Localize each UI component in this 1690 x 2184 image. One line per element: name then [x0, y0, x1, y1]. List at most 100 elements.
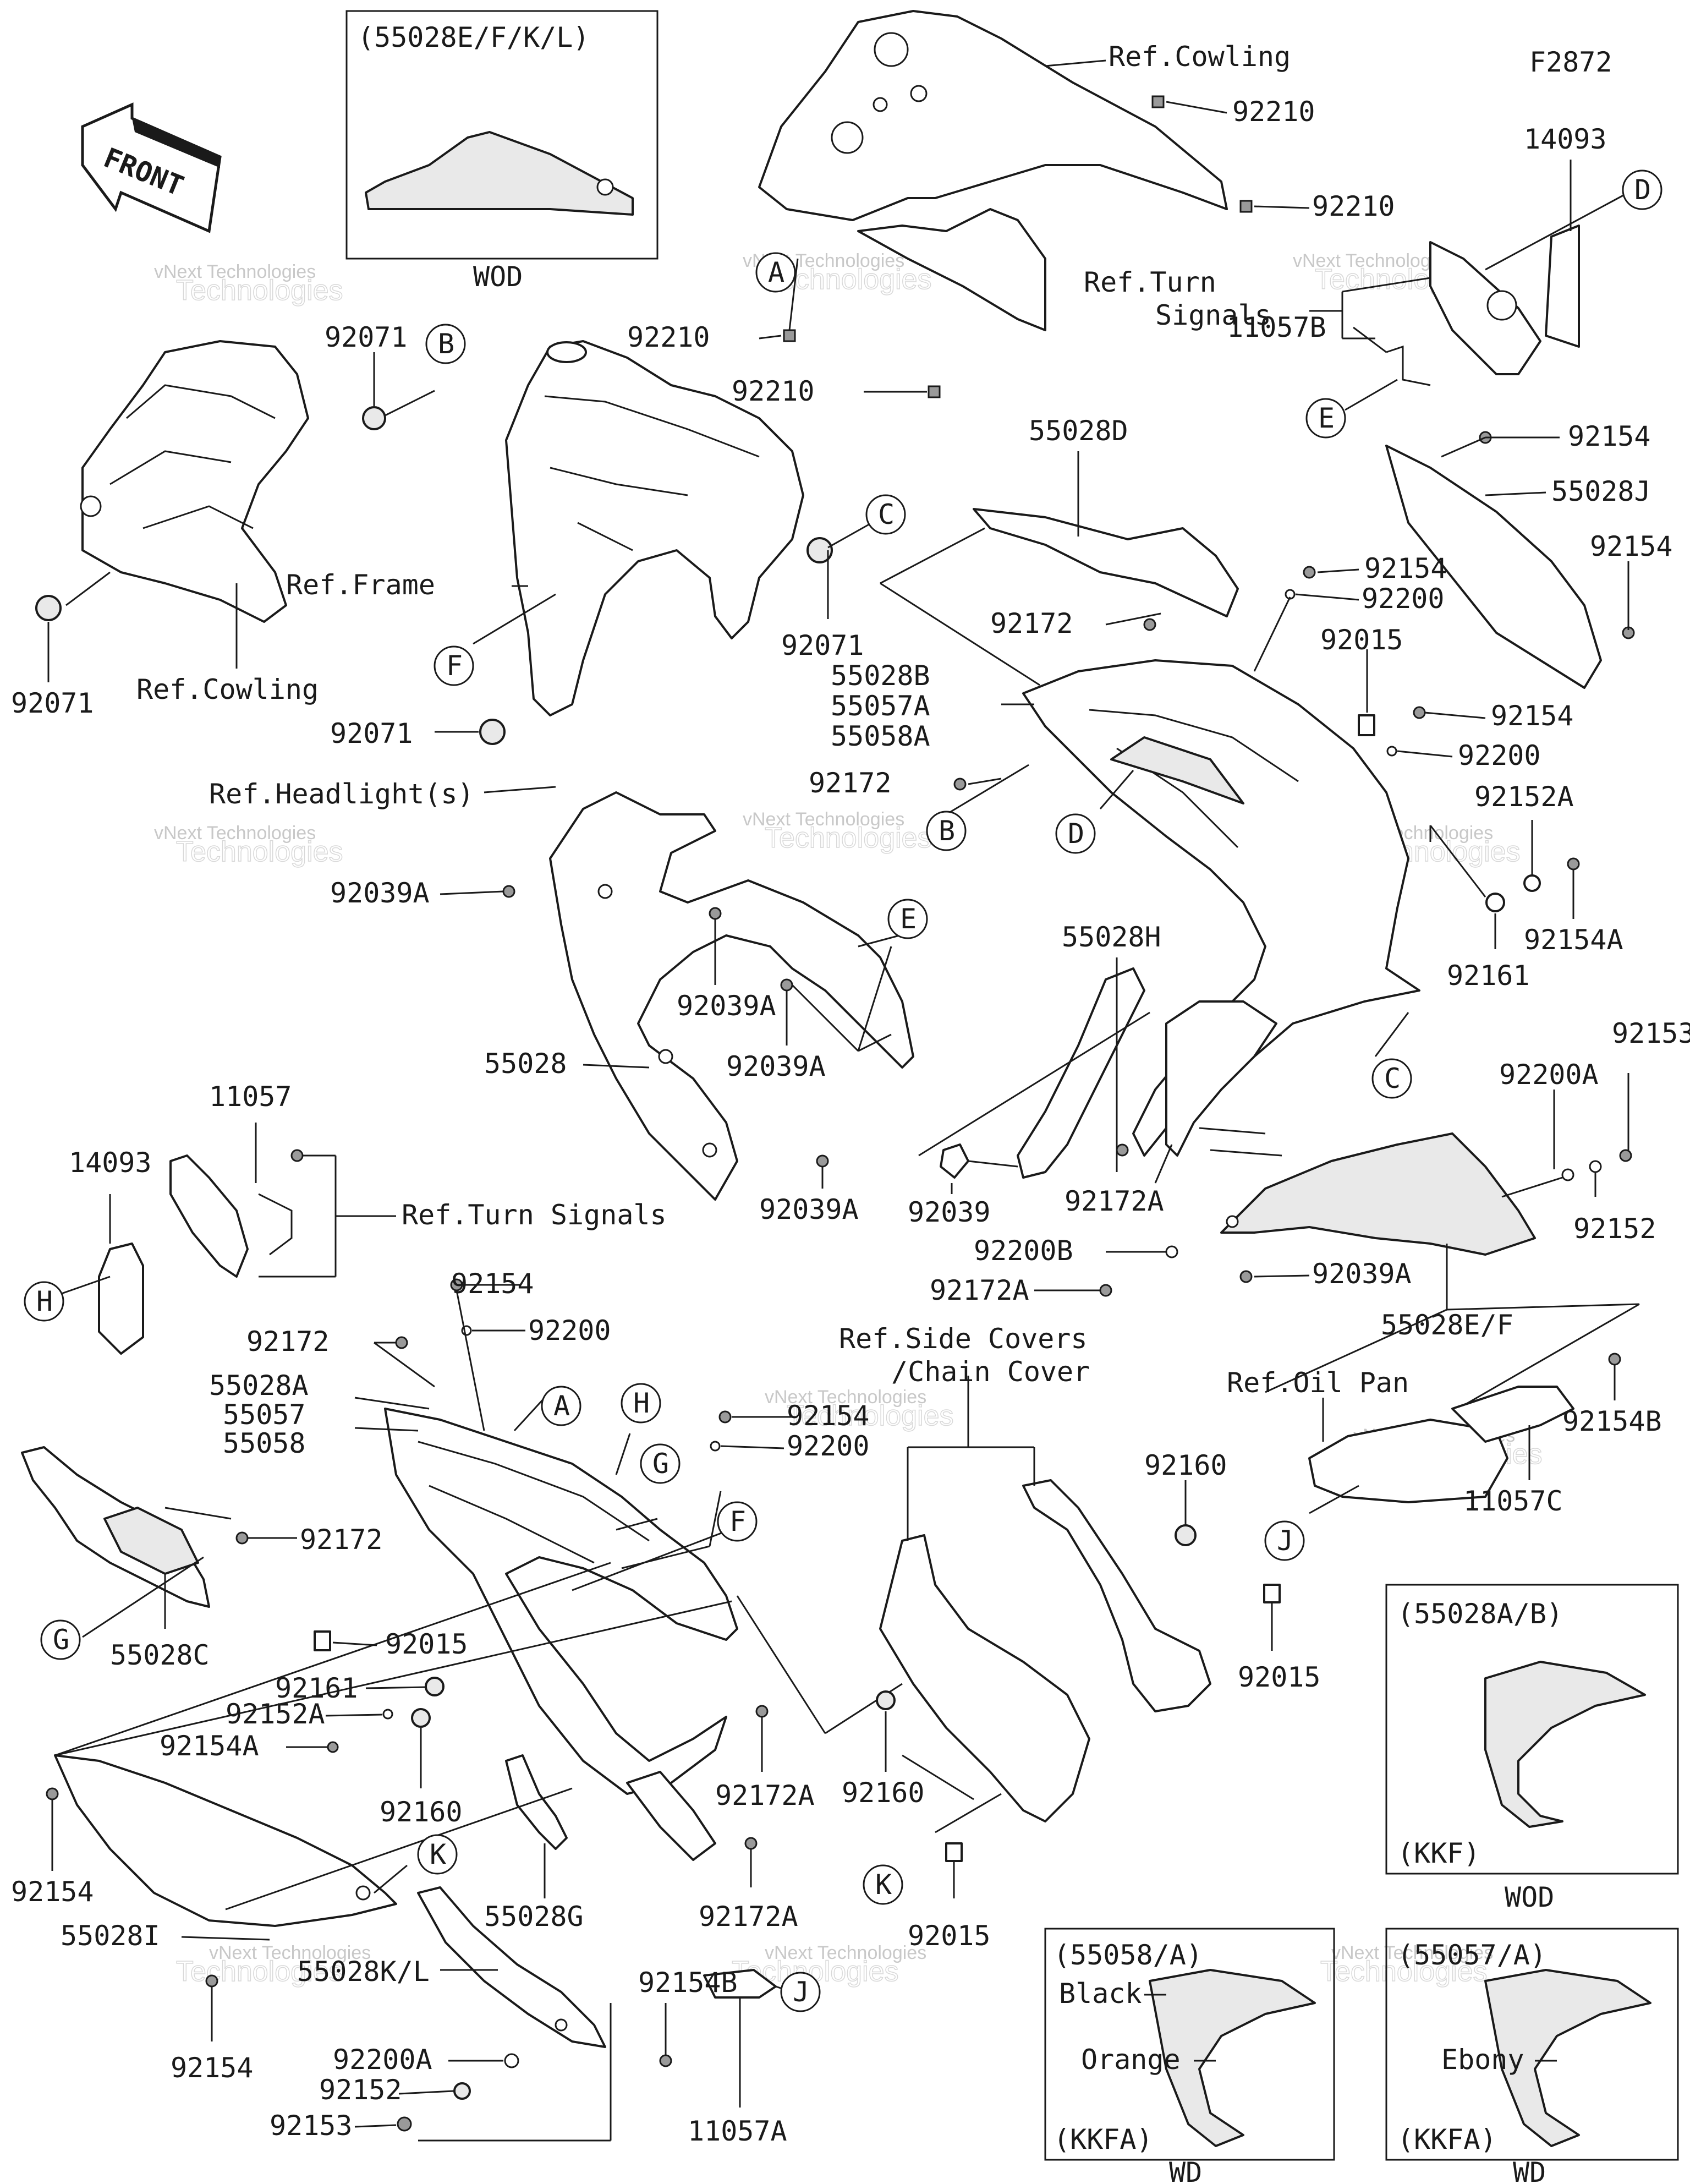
grommet-icon	[1485, 893, 1505, 912]
part-number: 92200B	[974, 1235, 1073, 1267]
washer-icon	[1561, 1168, 1574, 1181]
leader-line	[902, 1754, 974, 1800]
watermark: Technologies	[176, 275, 343, 306]
part-number: 92172	[809, 767, 892, 799]
part-number: 92154	[451, 1268, 534, 1300]
leader-line	[65, 571, 111, 606]
fasteners-mid-bottom	[744, 1705, 769, 1887]
part-number: 92172	[300, 1524, 383, 1556]
watermark: Technologies	[787, 1400, 954, 1432]
leader-line	[918, 1011, 1150, 1157]
callout-letter: C	[878, 499, 895, 530]
ref-turn-signals-label: Signals	[1155, 299, 1271, 331]
leader-line	[484, 786, 556, 793]
leader-line	[1374, 1012, 1409, 1057]
leader-line	[374, 1864, 408, 1894]
screw-icon	[205, 1974, 218, 1988]
screw-icon	[327, 1741, 339, 1753]
part-number: 92154B	[1562, 1405, 1662, 1437]
ref-turn-signals-label: Ref.Turn	[1084, 266, 1216, 298]
leader-line	[858, 934, 900, 948]
leader-line	[398, 2090, 454, 2095]
screw-icon	[718, 1410, 732, 1424]
part-number: 92161	[1447, 960, 1530, 992]
collar-icon	[314, 1630, 331, 1651]
leader-line	[385, 390, 435, 417]
collar-icon	[1263, 1584, 1281, 1603]
callout-circle	[1055, 813, 1096, 854]
callout-j-2: J	[780, 1972, 821, 2012]
part-number: 92154	[11, 1876, 94, 1908]
callout-letter: K	[875, 1869, 892, 1901]
part-number: 55028H	[1062, 921, 1161, 953]
part-number: 92071	[330, 718, 413, 749]
part-number: 92039A	[330, 877, 430, 909]
grommet-icon	[80, 495, 102, 517]
part-number: 92153	[1612, 1017, 1690, 1049]
grommet-icon	[362, 406, 386, 430]
bracket-11057c-icon	[1451, 1386, 1574, 1443]
ref-turn-signals-left-label: Ref.Turn Signals	[402, 1199, 667, 1231]
ref-oil-pan-label: Ref.Oil Pan	[1227, 1367, 1409, 1399]
cowling-stay-left	[35, 340, 435, 682]
callout-circle	[640, 1443, 681, 1484]
callout-h-2: H	[621, 1383, 661, 1424]
screw-icon	[755, 1705, 769, 1718]
color-label: Orange	[1081, 2044, 1181, 2076]
leader-line	[54, 1600, 732, 1756]
inset-kkf: (55028A/B) (KKF) WOD	[1385, 1584, 1679, 1913]
leader-line	[968, 1160, 1018, 1168]
part-number: 92039A	[1312, 1258, 1412, 1290]
grommet-icon	[1175, 1524, 1197, 1546]
side-covers-ref	[876, 1376, 1281, 1898]
leader-line	[1345, 379, 1398, 411]
leader-line	[827, 522, 873, 549]
ref-headlights-label: Ref.Headlight(s)	[209, 778, 474, 810]
leader-line	[354, 1427, 419, 1432]
side-fairing-55028b	[946, 566, 1580, 1157]
part-number: 92200A	[333, 2044, 432, 2076]
screw-icon	[1303, 566, 1316, 579]
frame-tubes-icon	[544, 395, 760, 551]
callout-circle	[863, 1864, 903, 1905]
part-number: 92039	[908, 1196, 991, 1228]
callout-letter: J	[793, 1976, 809, 2008]
leader-line	[374, 1342, 435, 1388]
screw-icon	[1143, 618, 1156, 631]
part-number: 92154A	[160, 1730, 259, 1762]
callout-d-2: D	[1055, 813, 1096, 854]
screw-icon	[397, 2116, 412, 2132]
inset-caption: WD	[1169, 2156, 1202, 2184]
leader-line	[325, 1714, 383, 1717]
part-number: 92015	[1320, 624, 1403, 656]
clip-icon	[780, 978, 793, 992]
lower-cowl-icon	[1220, 1132, 1536, 1256]
screw-icon	[953, 778, 967, 791]
callout-circle	[865, 494, 906, 535]
part-number: 92200	[787, 1430, 870, 1462]
callout-circle	[40, 1619, 81, 1660]
part-number: 92152A	[226, 1698, 325, 1730]
leader-line	[759, 335, 782, 340]
leader-line	[880, 582, 1040, 686]
callout-circle	[755, 252, 796, 293]
leader-line	[1342, 277, 1431, 293]
nut-icon	[1151, 95, 1165, 108]
cowling-side-icon	[857, 208, 1046, 331]
callout-circle	[417, 1834, 458, 1875]
inset-title: (55028E/F/K/L)	[358, 21, 589, 53]
screw-icon	[1619, 1149, 1632, 1162]
part-number: 55058	[223, 1427, 306, 1459]
part-number: 55028D	[1029, 415, 1128, 447]
leader-line	[1295, 593, 1359, 601]
stay-bracket-icon	[81, 340, 309, 623]
part-number: 92015	[908, 1920, 991, 1952]
part-number: 92200	[528, 1315, 611, 1346]
bracket-55028g	[505, 1754, 568, 1898]
callout-circle	[1622, 169, 1662, 210]
gauge-hole-icon	[874, 32, 909, 67]
inset-model: (KKFA)	[1053, 2123, 1153, 2155]
oil-pan-ref	[1308, 1353, 1621, 1514]
callout-e-2: E	[887, 899, 928, 939]
watermark: vNext Technologies	[154, 261, 316, 282]
